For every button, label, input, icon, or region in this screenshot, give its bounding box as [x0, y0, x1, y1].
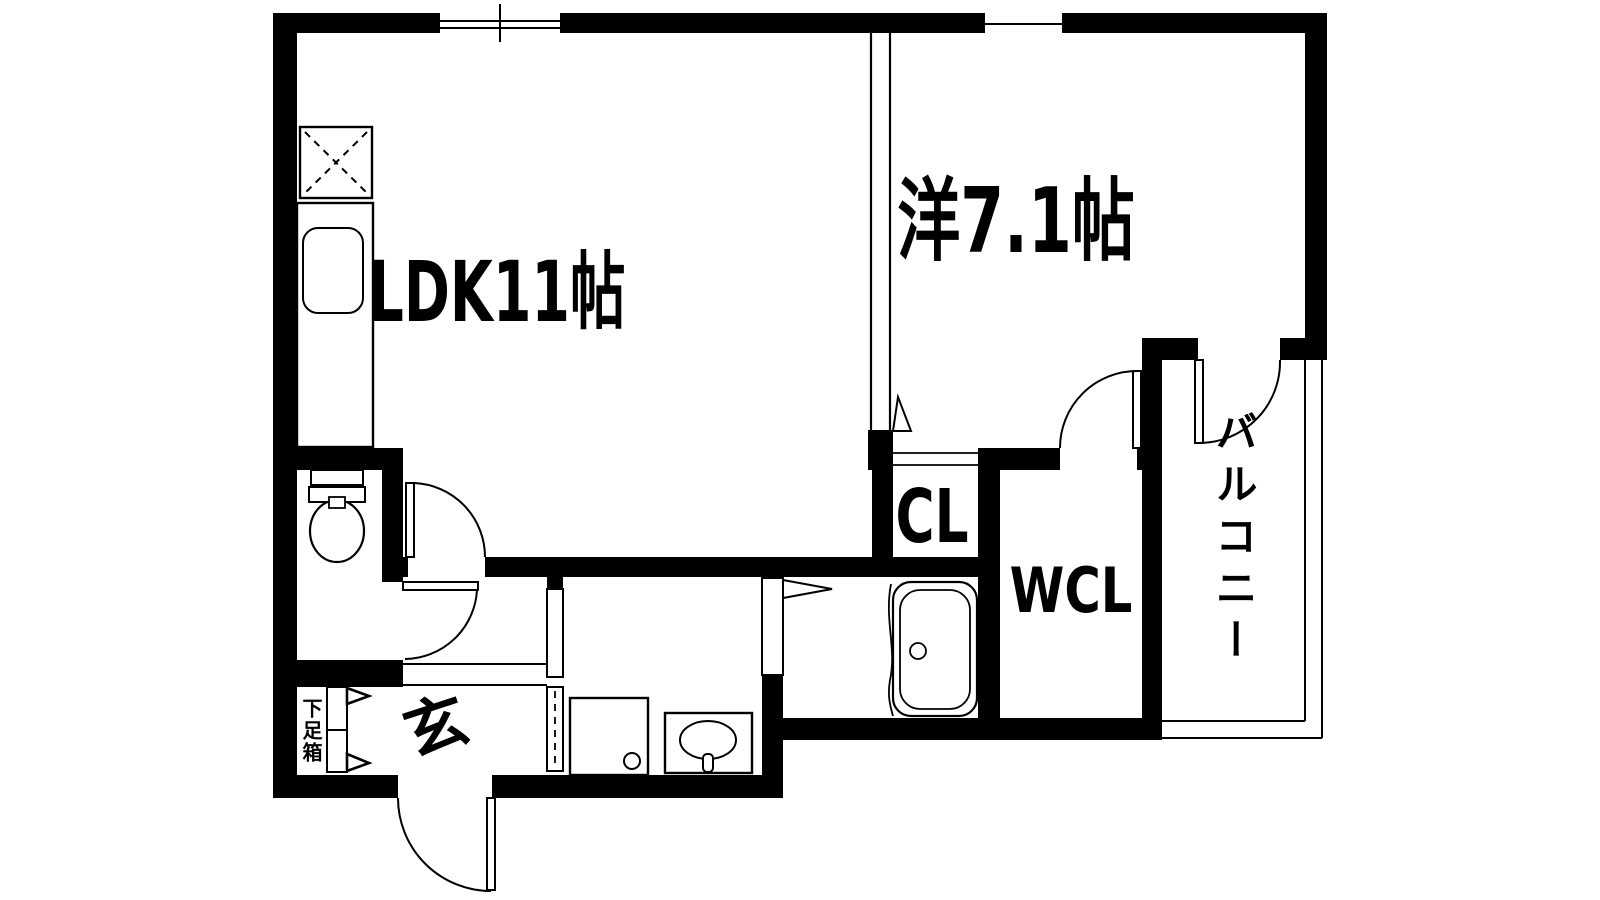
wall-top — [273, 13, 1327, 33]
wall-partition-stub — [868, 430, 893, 470]
wall-kitchen-toilet — [273, 448, 403, 470]
wall-washroom-bath-divider — [762, 675, 783, 798]
vanity-sink-icon — [663, 711, 754, 775]
door-opening-entry — [398, 775, 492, 798]
window-ldk-icon — [440, 4, 560, 42]
sliding-partition — [869, 33, 892, 430]
room-label-walk-in-closet: WCL — [1009, 554, 1133, 627]
genkan-step — [403, 663, 547, 686]
room-label-ldk: LDK11帖 — [368, 243, 626, 341]
washroom-sliding-door — [546, 588, 564, 772]
toilet-icon — [308, 469, 366, 564]
ldk-door — [405, 482, 487, 558]
room-label-shoe-box: 下足箱 — [299, 698, 323, 764]
wall-bottom-right — [783, 718, 1162, 740]
wall-toilet-bottom — [273, 660, 403, 687]
wall-bedroom-bottom-right — [1137, 448, 1162, 470]
wall-balcony-top-right — [1280, 338, 1305, 360]
wall-balcony-left — [1142, 338, 1162, 740]
partition-direction-marker — [891, 393, 913, 432]
balcony-railing — [1162, 360, 1323, 739]
shoe-box-icon — [326, 686, 373, 773]
closet-door — [893, 452, 978, 466]
wall-bottom-left — [273, 775, 783, 798]
kitchen-counter-icon — [295, 201, 375, 449]
washing-machine-icon — [568, 696, 650, 777]
room-label-bedroom: 洋7.1帖 — [897, 169, 1135, 274]
wall-bedroom-bottom-mid — [978, 448, 1060, 470]
toilet-door — [402, 581, 479, 660]
refrigerator-space-icon — [298, 125, 374, 200]
entry-door — [397, 797, 496, 892]
door-opening-ldk — [408, 557, 485, 577]
wall-ldk-bottom — [382, 557, 978, 577]
wall-closet-left — [872, 470, 893, 577]
room-label-closet: CL — [895, 474, 969, 560]
wall-right — [1305, 13, 1327, 360]
bathroom-door — [761, 577, 833, 676]
room-label-balcony: バルコニー — [1209, 410, 1258, 670]
bathtub-icon — [888, 580, 979, 718]
wall-sliding-door-stub — [547, 577, 563, 589]
wcl-door — [1059, 370, 1142, 449]
wall-toilet-right — [382, 448, 403, 582]
walls — [273, 13, 1327, 798]
balcony-door — [1194, 359, 1282, 444]
wall-closet-bath-right — [978, 470, 1000, 738]
